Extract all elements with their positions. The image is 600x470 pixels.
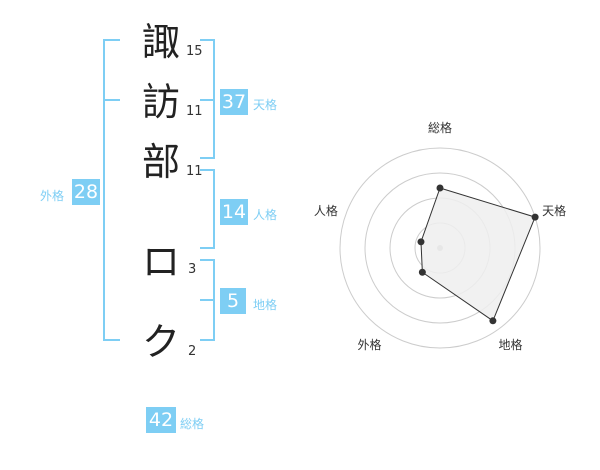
name-char-1: 諏 xyxy=(142,20,181,64)
stroke-count-1: 15 xyxy=(186,44,203,59)
tenkaku-value: 37 xyxy=(220,89,248,115)
chikaku-value: 5 xyxy=(220,288,246,314)
radar-polygon xyxy=(420,187,536,322)
radar-axis-label-3: 地格 xyxy=(499,337,523,352)
jinkaku-bracket xyxy=(200,169,215,249)
radar-point-1 xyxy=(436,184,444,192)
radar-ring-4 xyxy=(339,147,541,349)
name-char-4: ロ xyxy=(142,240,181,284)
gaikaku-value: 28 xyxy=(72,179,100,205)
name-char-5: ク xyxy=(142,320,181,364)
stroke-count-4: 3 xyxy=(188,262,197,277)
radar-axis-label-4: 外格 xyxy=(357,337,381,352)
chikaku-label: 地格 xyxy=(253,298,278,312)
stroke-count-3: 11 xyxy=(186,164,203,179)
radar-axis-label-2: 天格 xyxy=(542,203,566,218)
radar-point-4 xyxy=(418,268,426,276)
soukaku-label: 総格 xyxy=(180,417,205,431)
radar-point-3 xyxy=(489,317,497,325)
name-char-2: 訪 xyxy=(142,80,181,124)
radar-point-2 xyxy=(531,213,539,221)
stroke-count-2: 11 xyxy=(186,104,203,119)
jinkaku-label: 人格 xyxy=(253,208,278,222)
jinkaku-value: 14 xyxy=(220,199,248,225)
gaikaku-label: 外格 xyxy=(40,189,65,203)
tenkaku-label: 天格 xyxy=(253,98,278,112)
radar-axis-label-5: 人格 xyxy=(314,203,338,218)
radar-axis-label-1: 総格 xyxy=(428,120,452,135)
radar-point-5 xyxy=(417,238,425,246)
name-char-3: 部 xyxy=(142,140,181,184)
gaikaku-bracket xyxy=(103,39,120,341)
soukaku-value: 42 xyxy=(146,407,176,433)
stroke-count-5: 2 xyxy=(188,344,197,359)
